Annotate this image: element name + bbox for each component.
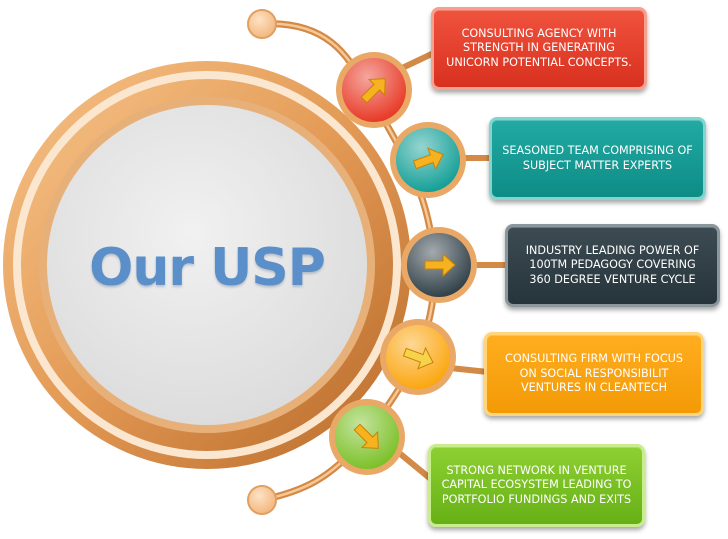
- usp-card-3: INDUSTRY LEADING POWER OF 100TM PEDAGOGY…: [505, 224, 720, 307]
- bottom-endpoint-dot: [247, 485, 277, 515]
- arrow-down-right-icon: [353, 423, 379, 449]
- arrow-right-icon: [424, 252, 456, 278]
- node-2-icon-circle: [390, 122, 466, 198]
- usp-card-3-text: INDUSTRY LEADING POWER OF 100TM PEDAGOGY…: [525, 243, 700, 286]
- node-1-icon-circle: [336, 52, 412, 128]
- usp-card-2: SEASONED TEAM COMPRISING OF SUBJECT MATT…: [489, 117, 706, 200]
- arrow-up-right-icon: [360, 78, 386, 104]
- usp-card-4-text: CONSULTING FIRM WITH FOCUS ON SOCIAL RES…: [505, 352, 683, 395]
- usp-card-5-text: STRONG NETWORK IN VENTURE CAPITAL ECOSYS…: [441, 463, 632, 506]
- usp-card-1: CONSULTING AGENCY WITH STRENGTH IN GENER…: [431, 7, 647, 90]
- node-4-icon-circle: [380, 319, 456, 395]
- usp-title: Our USP: [89, 238, 326, 298]
- arrow-right-icon: [412, 147, 444, 171]
- usp-card-1-text: CONSULTING AGENCY WITH STRENGTH IN GENER…: [446, 26, 632, 69]
- connector-4: [449, 365, 489, 375]
- usp-card-5: STRONG NETWORK IN VENTURE CAPITAL ECOSYS…: [428, 444, 645, 527]
- connector-5: [396, 449, 434, 483]
- usp-card-4: CONSULTING FIRM WITH FOCUS ON SOCIAL RES…: [484, 332, 704, 416]
- top-endpoint-dot: [247, 9, 277, 39]
- arrow-down-right-icon: [402, 346, 434, 370]
- usp-circle: [3, 61, 411, 469]
- node-5-icon-circle: [329, 399, 405, 475]
- node-3-icon-circle: [401, 227, 477, 303]
- usp-card-2-text: SEASONED TEAM COMPRISING OF SUBJECT MATT…: [502, 144, 693, 172]
